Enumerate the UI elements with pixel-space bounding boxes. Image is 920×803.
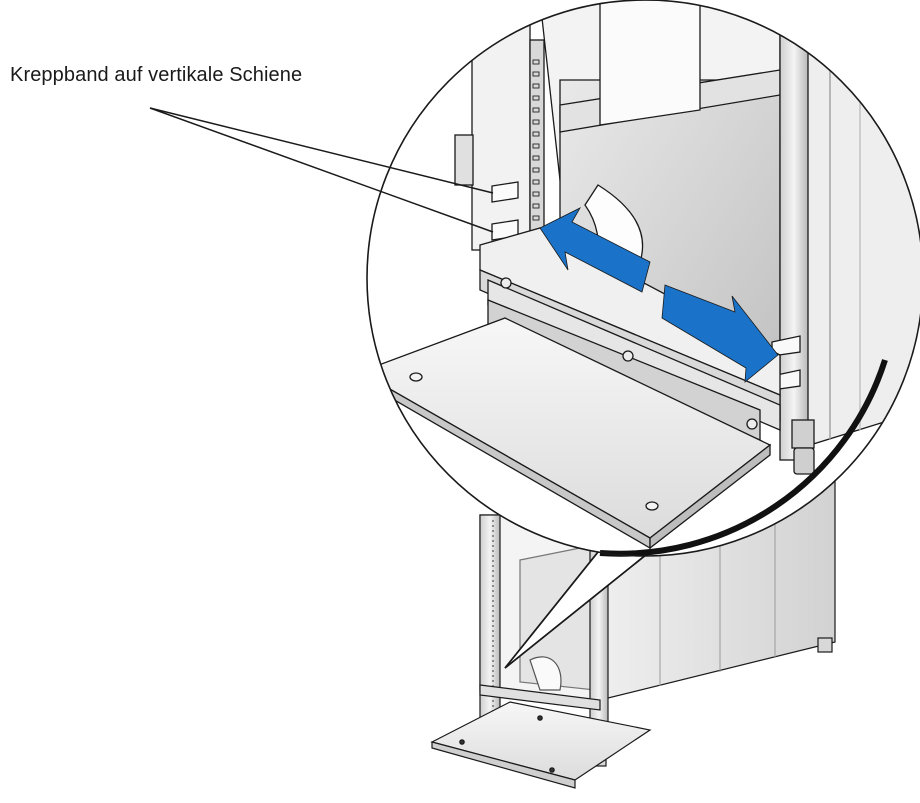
callout-leader-lower bbox=[149, 107, 494, 233]
vertical-rail-left bbox=[471, 0, 531, 251]
callout-leader-upper bbox=[149, 107, 494, 194]
masking-tape-left-upper bbox=[491, 181, 519, 203]
rack-side-wall bbox=[789, 0, 920, 446]
magnified-view bbox=[366, 0, 920, 557]
callout-label-tape: Kreppband auf vertikale Schiene bbox=[10, 64, 303, 86]
front-crossbar bbox=[479, 227, 781, 396]
small-shelf bbox=[430, 701, 652, 781]
magnifier-outline bbox=[366, 0, 920, 557]
arrow-left-icon bbox=[539, 207, 651, 293]
vertical-rail-right bbox=[779, 0, 809, 461]
arrow-double-icon bbox=[661, 284, 779, 383]
